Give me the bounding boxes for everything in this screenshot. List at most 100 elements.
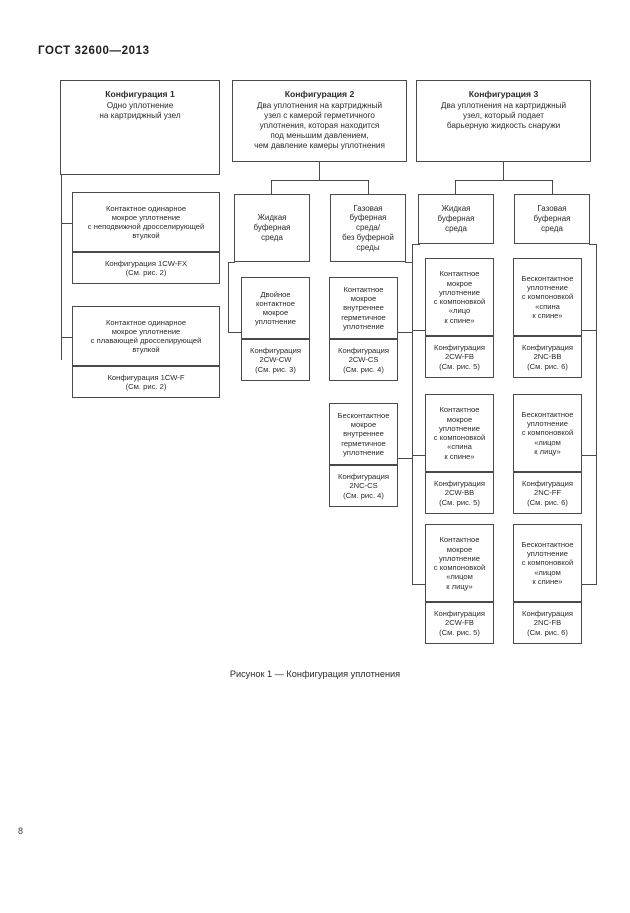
config-2-item-0-description: Двойное контактное мокрое уплотнение bbox=[241, 277, 310, 339]
config-1-branch-connector-0 bbox=[61, 223, 73, 224]
config-3-header-box: Конфигурация 3 Два уплотнения на картрид… bbox=[416, 80, 591, 162]
cfg-line: Конфигурация bbox=[250, 346, 301, 356]
desc-line: «лицом bbox=[534, 437, 561, 447]
cfg-line: Конфигурация bbox=[434, 609, 485, 619]
desc-line: к спине» bbox=[444, 451, 475, 461]
desc-line: Контактное bbox=[343, 284, 384, 294]
config-1-line-1: на картриджный узел bbox=[99, 111, 181, 121]
media-line: среда/ bbox=[355, 223, 381, 233]
desc-line: мокрое bbox=[350, 294, 377, 304]
media-line: буферная bbox=[253, 223, 291, 233]
config-2-media-liquid: Жидкая буферная среда bbox=[234, 194, 310, 262]
config-2-stem-line bbox=[319, 162, 320, 180]
cfg-line: (См. рис. 2) bbox=[125, 268, 167, 277]
media-line: среда bbox=[261, 232, 283, 242]
config-3-right-bus-connector-0 bbox=[582, 330, 597, 331]
cfg-line: (См. рис. 2) bbox=[125, 382, 167, 391]
config-2-header-box: Конфигурация 2 Два уплотнения на картрид… bbox=[232, 80, 407, 162]
desc-line: уплотнение bbox=[438, 287, 481, 297]
cfg-line: (См. рис. 5) bbox=[439, 497, 480, 507]
desc-line: «спина bbox=[535, 301, 560, 311]
desc-line: уплотнение bbox=[526, 419, 569, 429]
desc-line: Контактное bbox=[439, 535, 480, 545]
config-2-line-1: узел с камерой герметичного bbox=[264, 111, 375, 121]
config-2-media-gas: Газовая буферная среда/ без буферной сре… bbox=[330, 194, 406, 262]
config-3-item-2-description: Контактное мокрое уплотнение с компоновк… bbox=[425, 394, 494, 472]
cfg-line: Конфигурация 1CW-F bbox=[107, 372, 185, 382]
desc-line: к спине» bbox=[532, 576, 563, 586]
config-2-title: Конфигурация 2 bbox=[284, 89, 355, 99]
desc-line: уплотнение bbox=[342, 447, 385, 457]
desc-line: герметичное bbox=[341, 438, 386, 448]
config-1-bus-line bbox=[61, 175, 62, 360]
media-line: буферная bbox=[533, 214, 571, 224]
desc-line: «лицом bbox=[446, 572, 473, 582]
desc-line: к лицу» bbox=[446, 581, 473, 591]
cfg-line: Конфигурация bbox=[522, 479, 573, 489]
config-3-item-2-config: Конфигурация 2CW-BB (См. рис. 5) bbox=[425, 472, 494, 514]
config-2-right-bus-connector-0 bbox=[398, 332, 413, 333]
config-2-item-2-config: Конфигурация 2NC-CS (См. рис. 4) bbox=[329, 465, 398, 507]
config-3-item-3-description: Бесконтактное уплотнение с компоновкой «… bbox=[513, 394, 582, 472]
config-3-drop-right bbox=[552, 180, 553, 194]
desc-line: внутреннее bbox=[343, 303, 384, 313]
config-3-right-bus-top bbox=[589, 244, 597, 245]
config-2-line-2: уплотнения, которая находится bbox=[259, 121, 380, 131]
desc-line: Контактное bbox=[439, 269, 480, 279]
desc-line: мокрое bbox=[446, 278, 473, 288]
cfg-line: 2CW-CW bbox=[259, 355, 292, 365]
config-1-branch-0-config: Конфигурация 1CW-FX (См. рис. 2) bbox=[72, 252, 220, 284]
config-3-drop-left bbox=[455, 180, 456, 194]
desc-line: внутреннее bbox=[343, 429, 384, 439]
desc-line: с компоновкой bbox=[433, 563, 486, 572]
desc-line: уплотнение bbox=[526, 283, 569, 293]
cfg-line: (См. рис. 6) bbox=[527, 361, 568, 371]
config-3-item-4-config: Конфигурация 2CW-FB (См. рис. 5) bbox=[425, 602, 494, 644]
config-2-item-2-description: Бесконтактное мокрое внутреннее герметич… bbox=[329, 403, 398, 465]
cfg-line: (См. рис. 5) bbox=[439, 627, 480, 637]
desc-line: Бесконтактное bbox=[521, 539, 574, 549]
cfg-line: (См. рис. 3) bbox=[255, 364, 296, 374]
config-2-item-0-config: Конфигурация 2CW-CW (См. рис. 3) bbox=[241, 339, 310, 381]
config-3-left-bus-top bbox=[412, 244, 420, 245]
config-2-left-bus-top bbox=[228, 262, 235, 263]
desc-line: уплотнение bbox=[438, 553, 481, 563]
config-2-right-bus-connector-1 bbox=[398, 458, 413, 459]
config-3-item-0-config: Конфигурация 2CW-FB (См. рис. 5) bbox=[425, 336, 494, 378]
standard-header: ГОСТ 32600—2013 bbox=[38, 45, 150, 57]
config-2-line-3: под меньшим давлением, bbox=[270, 131, 369, 141]
config-3-item-3-config: Конфигурация 2NC-FF (См. рис. 6) bbox=[513, 472, 582, 514]
config-3-item-5-config: Конфигурация 2NC-FB (См. рис. 6) bbox=[513, 602, 582, 644]
config-1-branch-1-config: Конфигурация 1CW-F (См. рис. 2) bbox=[72, 366, 220, 398]
cfg-line: 2NC-BB bbox=[533, 352, 562, 362]
config-3-line-0: Два уплотнения на картриджный bbox=[440, 101, 567, 111]
config-2-split-line bbox=[271, 180, 368, 181]
desc-line: с плавающей дросселирующей bbox=[90, 336, 202, 345]
config-3-split-line bbox=[455, 180, 552, 181]
media-line: Газовая bbox=[537, 204, 567, 214]
desc-line: герметичное bbox=[341, 312, 386, 322]
config-2-line-0: Два уплотнения на картриджный bbox=[256, 101, 383, 111]
cfg-line: (См. рис. 5) bbox=[439, 361, 480, 371]
media-line: без буферной bbox=[342, 232, 394, 242]
desc-line: с неподвижной дросселирующей bbox=[87, 222, 205, 231]
desc-line: уплотнение bbox=[526, 549, 569, 559]
cfg-line: 2CW-CS bbox=[348, 355, 379, 365]
cfg-line: 2CW-FB bbox=[445, 352, 474, 362]
desc-line: мокрое bbox=[262, 308, 289, 317]
config-3-item-5-description: Бесконтактное уплотнение с компоновкой «… bbox=[513, 524, 582, 602]
desc-line: «спина bbox=[447, 442, 472, 452]
cfg-line: Конфигурация bbox=[434, 479, 485, 489]
cfg-line: 2NC-CS bbox=[349, 481, 378, 491]
desc-line: мокрое bbox=[446, 414, 473, 424]
cfg-line: Конфигурация bbox=[522, 609, 573, 619]
config-3-right-bus-line bbox=[596, 244, 597, 585]
media-line: среды bbox=[356, 242, 380, 252]
config-2-line-4: чем давление камеры уплотнения bbox=[254, 141, 385, 151]
desc-line: Контактное bbox=[439, 405, 480, 415]
config-3-media-liquid: Жидкая буферная среда bbox=[418, 194, 494, 244]
config-3-item-1-config: Конфигурация 2NC-BB (См. рис. 6) bbox=[513, 336, 582, 378]
desc-line: уплотнение bbox=[254, 317, 297, 327]
cfg-line: (См. рис. 6) bbox=[527, 627, 568, 637]
cfg-line: 2NC-FF bbox=[534, 488, 561, 498]
